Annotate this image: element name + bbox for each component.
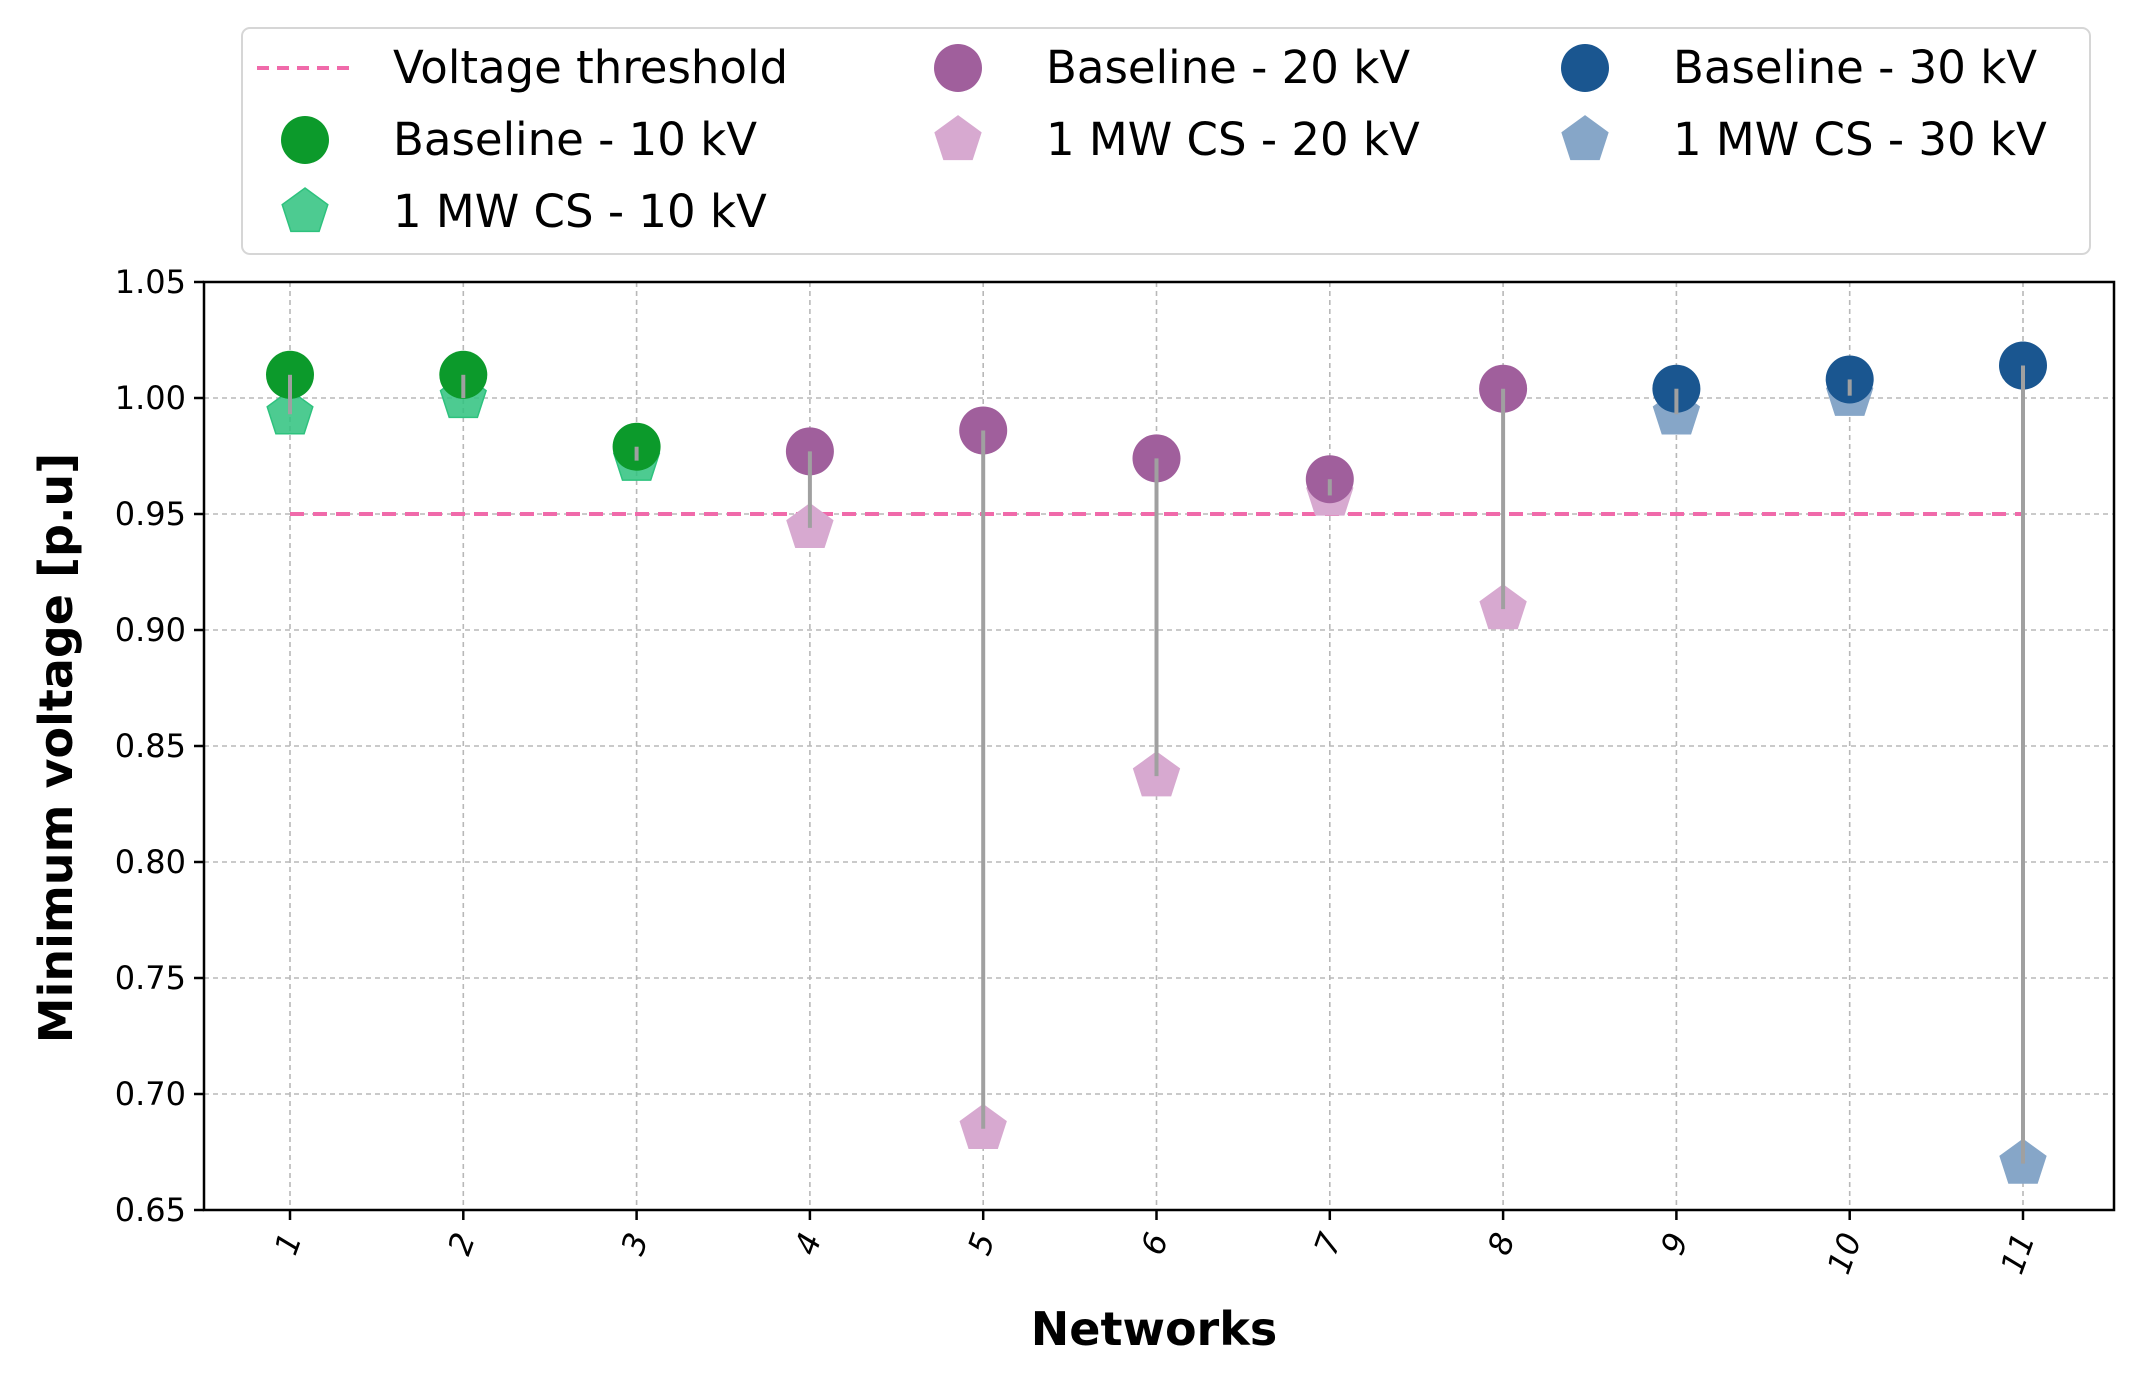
legend-label: 1 MW CS - 20 kV [1046, 113, 1420, 166]
axes: 0.65 0.70 0.75 0.80 0.85 0.90 0.95 1.00 1.05 1 2 3 4… [115, 263, 2116, 1279]
y-tick-label: 0.90 [115, 611, 186, 649]
x-tick-label: 3 [613, 1228, 656, 1260]
x-tick-label: 9 [1653, 1228, 1696, 1260]
x-tick-label: 11 [1993, 1228, 2043, 1279]
x-tick-label: 7 [1307, 1227, 1350, 1260]
legend-pentagon-handle [281, 187, 329, 233]
legend-circle-handle [281, 116, 329, 164]
legend-box [241, 27, 2091, 255]
legend-pentagon-handle [1561, 115, 1609, 161]
y-tick-label: 0.80 [115, 843, 186, 881]
y-tick-label: 0.95 [115, 495, 186, 533]
x-axis-title: Networks [1031, 1302, 1277, 1356]
legend-pentagon-handle [934, 115, 982, 161]
x-tick-label: 1 [267, 1228, 310, 1260]
legend-label: Baseline - 30 kV [1673, 41, 2037, 94]
y-tick-label: 0.70 [115, 1075, 186, 1113]
x-tick-label: 2 [440, 1228, 483, 1260]
legend-label: Voltage threshold [393, 41, 788, 94]
markers [266, 341, 2047, 1184]
legend-label: Baseline - 20 kV [1046, 41, 1410, 94]
y-tick-label: 0.65 [115, 1191, 186, 1229]
x-tick-label: 5 [960, 1228, 1003, 1260]
legend-circle-handle [1561, 44, 1609, 92]
x-tick-label: 4 [787, 1228, 830, 1260]
y-tick-label: 1.00 [115, 379, 186, 417]
x-tick-label: 10 [1820, 1228, 1870, 1279]
x-tick-label: 8 [1480, 1228, 1523, 1260]
legend-label: Baseline - 10 kV [393, 113, 757, 166]
legend-label: 1 MW CS - 10 kV [393, 185, 767, 238]
legend-label: 1 MW CS - 30 kV [1673, 113, 2047, 166]
legend-circle-handle [934, 44, 982, 92]
x-tick-label: 6 [1133, 1228, 1176, 1260]
y-tick-label: 1.05 [115, 263, 186, 301]
y-tick-label: 0.85 [115, 727, 186, 765]
y-axis-title: Minimum voltage [p.u] [29, 453, 83, 1043]
grid [204, 281, 2114, 1211]
y-tick-label: 0.75 [115, 959, 186, 997]
